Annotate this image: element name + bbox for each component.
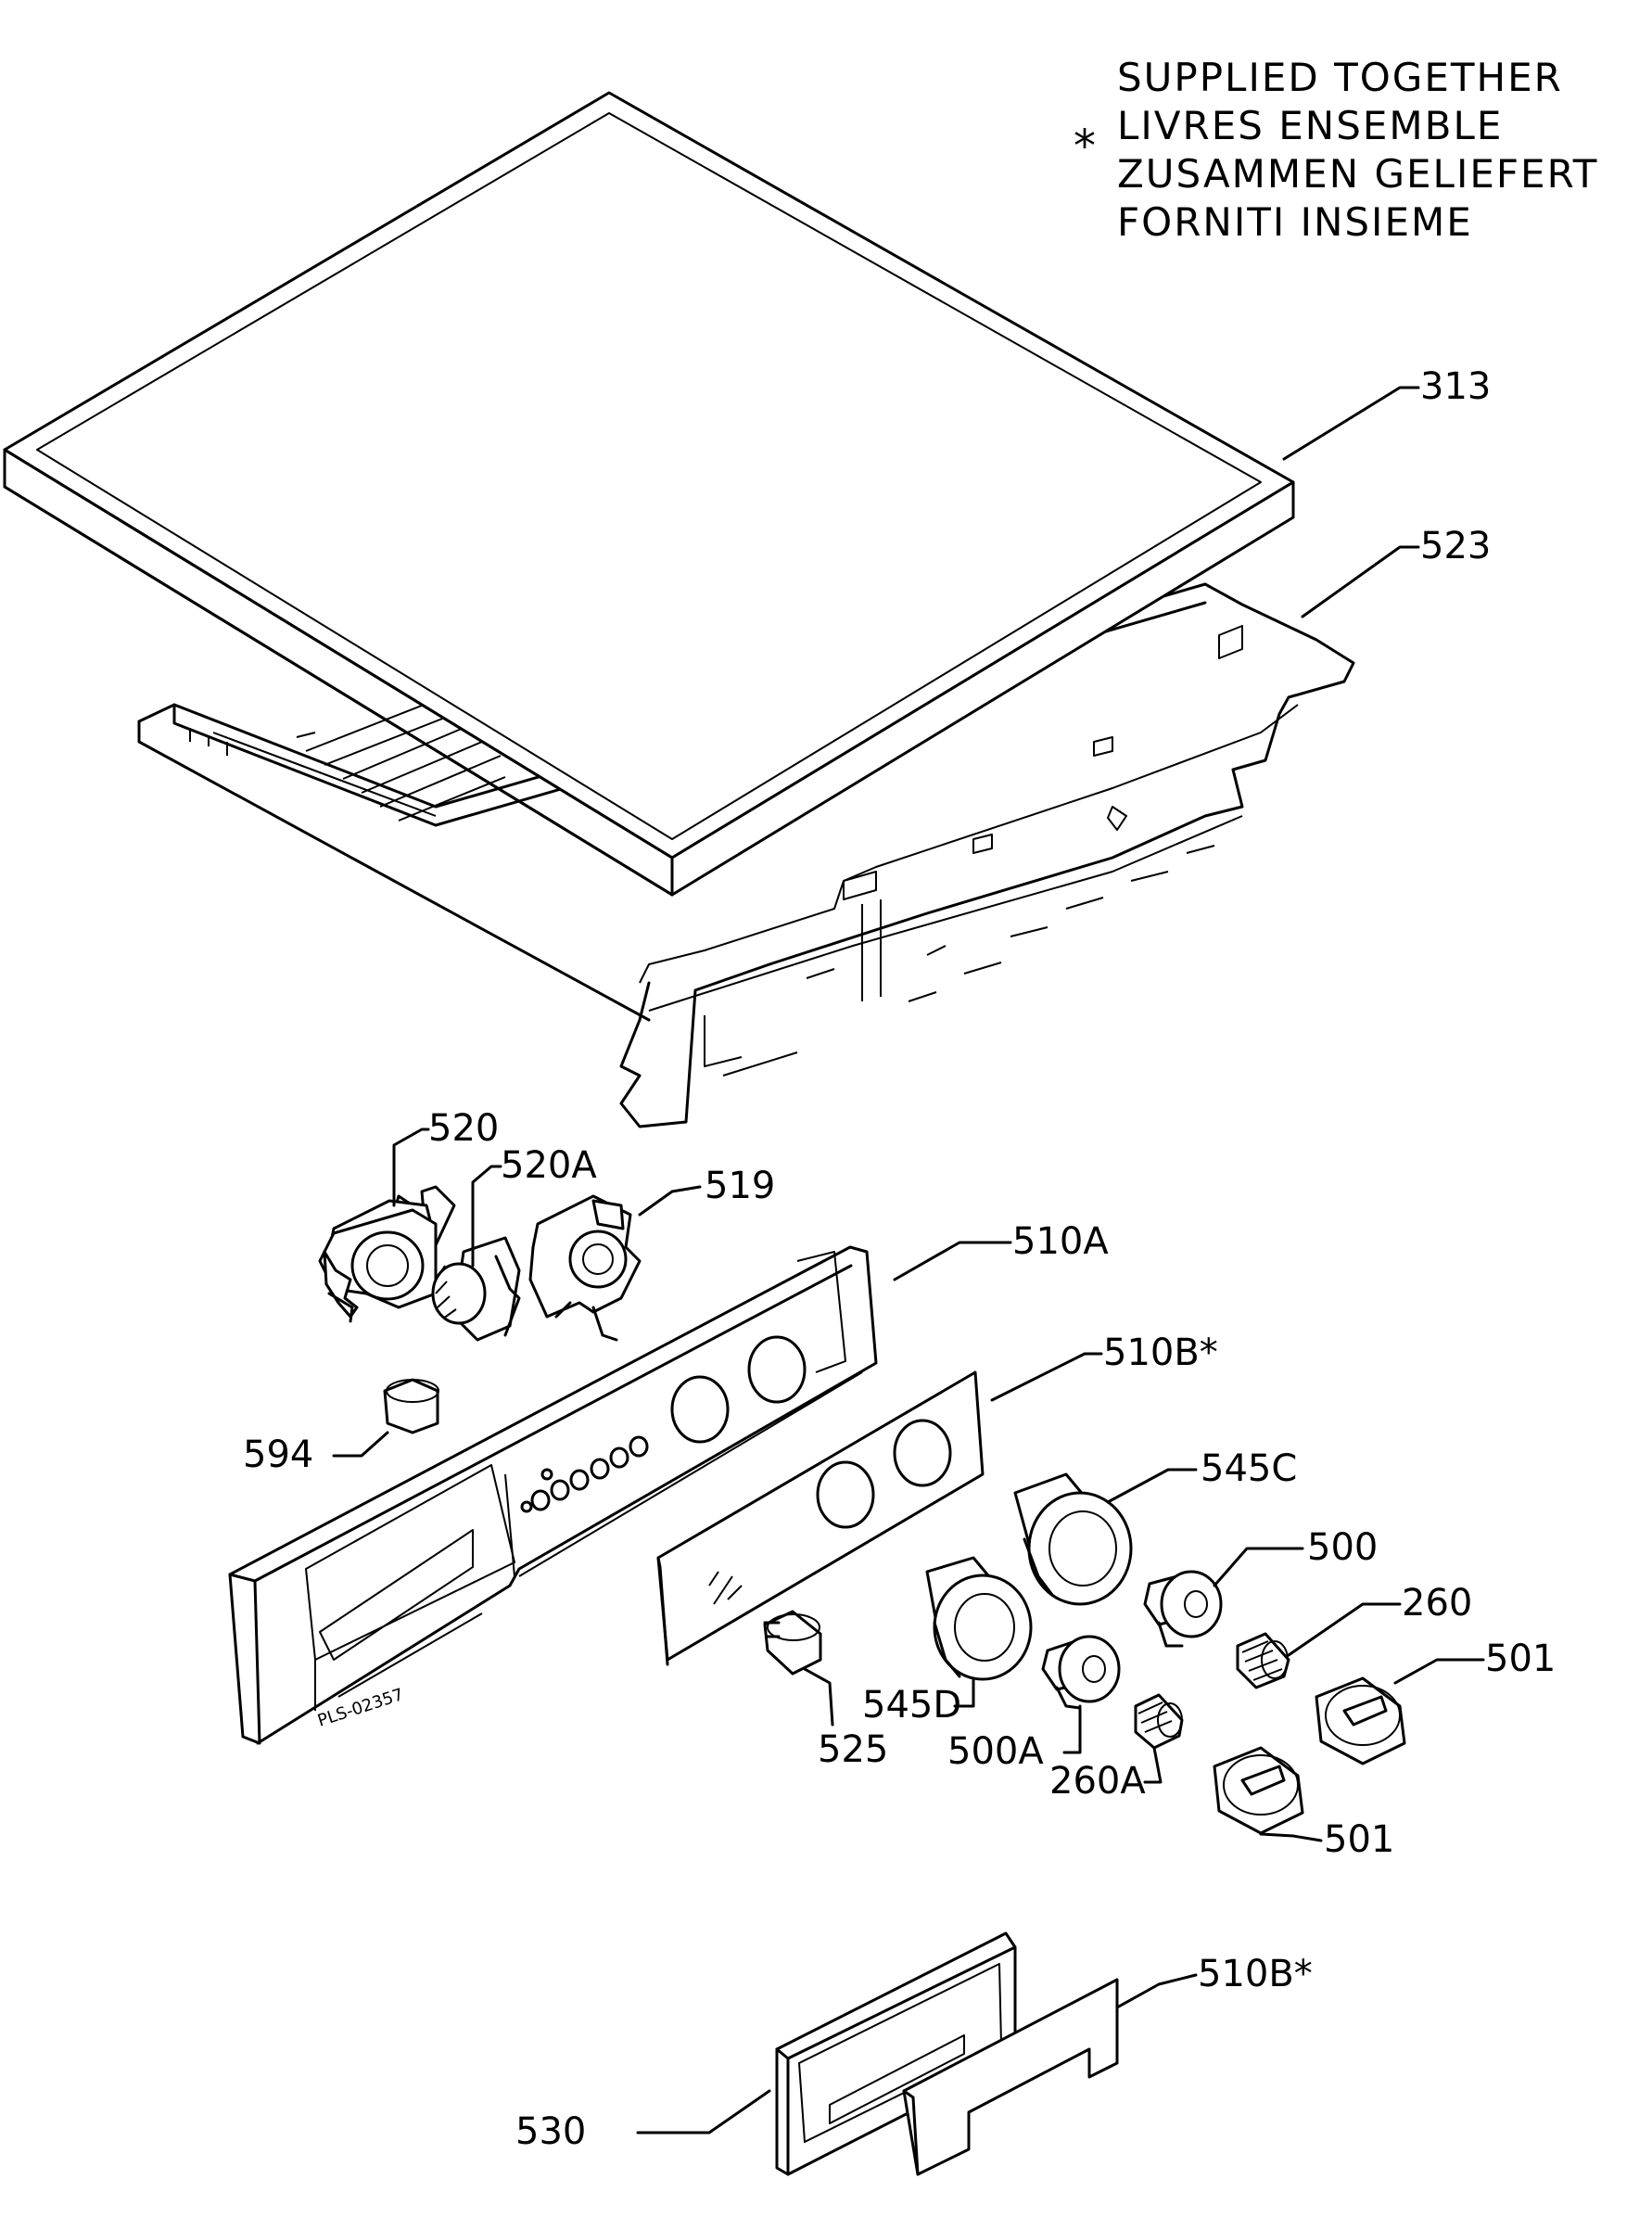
label-530: 530 (515, 2110, 586, 2153)
part-501-knob-bottom (1213, 1746, 1304, 1835)
label-501-bottom: 501 (1324, 1818, 1394, 1861)
part-500-insert (1143, 1570, 1223, 1648)
part-520a-switch (431, 1236, 521, 1342)
part-501-knob-right (1315, 1676, 1406, 1765)
label-520a: 520A (501, 1144, 597, 1187)
label-510a: 510A (1012, 1220, 1109, 1263)
leader-lines (332, 386, 1485, 2134)
part-523-frame (137, 582, 1355, 1128)
part-260a-spring (1134, 1693, 1184, 1750)
label-260a: 260A (1049, 1760, 1146, 1803)
label-313: 313 (1420, 365, 1491, 408)
label-500: 500 (1307, 1526, 1378, 1569)
note-line-de: ZUSAMMEN GELIEFERT (1117, 151, 1599, 197)
part-labels: 313 523 520 520A 519 510A 510B* 594 545C… (243, 365, 1556, 2153)
supplied-together-note: SUPPLIED TOGETHER LIVRES ENSEMBLE ZUSAMM… (1117, 54, 1598, 247)
part-500a-insert (1041, 1635, 1121, 1710)
part-510b-panel-decal (656, 1370, 985, 1666)
label-500a: 500A (947, 1730, 1044, 1773)
label-594: 594 (243, 1434, 313, 1476)
part-510a-control-panel: PLS-02357 (228, 1245, 878, 1745)
part-519-switch (528, 1194, 642, 1342)
part-545c-knob-holder (1013, 1472, 1133, 1606)
part-520-switch (318, 1185, 456, 1323)
label-525: 525 (818, 1728, 888, 1771)
label-510b-top: 510B* (1103, 1332, 1218, 1374)
note-line-fr: LIVRES ENSEMBLE (1117, 103, 1504, 148)
note-line-it: FORNITI INSIEME (1117, 199, 1473, 245)
label-523: 523 (1420, 525, 1491, 567)
label-501-right: 501 (1485, 1637, 1556, 1680)
asterisk-symbol: * (1074, 121, 1096, 172)
label-260: 260 (1402, 1582, 1472, 1625)
label-510b-bottom: 510B* (1198, 1953, 1313, 1995)
part-260-spring (1236, 1632, 1290, 1689)
label-545d: 545D (862, 1684, 961, 1727)
part-594-button (383, 1378, 439, 1434)
label-520: 520 (428, 1107, 499, 1150)
label-519: 519 (705, 1165, 775, 1207)
part-545d-knob-holder (925, 1556, 1033, 1681)
note-line-en: SUPPLIED TOGETHER (1117, 55, 1563, 100)
part-525-button (763, 1610, 822, 1676)
label-545c: 545C (1201, 1447, 1297, 1490)
part-313-top-lid (3, 91, 1295, 897)
